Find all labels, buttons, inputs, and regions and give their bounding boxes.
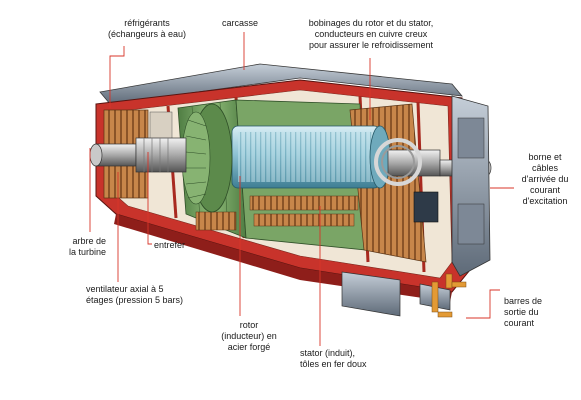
- label-borne: borne et câbles d'arrivée du courant d'e…: [521, 152, 569, 206]
- rotor: [231, 125, 391, 189]
- label-carcasse: carcasse: [222, 18, 259, 28]
- label-bobinages: bobinages du rotor et du stator, conduct…: [308, 18, 434, 50]
- label-ventilateur: ventilateur axial à 5 étages (pression 5…: [86, 284, 184, 305]
- label-rotor: rotor (inducteur) en acier forgé: [221, 320, 277, 352]
- label-entrefer: entrefer: [154, 240, 186, 250]
- label-barres: barres de sortie du courant: [504, 296, 543, 328]
- axial-fan: [181, 103, 233, 213]
- leader-barres: [466, 289, 500, 319]
- label-stator: stator (induit), tôles en fer doux: [300, 348, 367, 369]
- turbine-shaft: [89, 137, 187, 173]
- output-bars: [431, 273, 467, 318]
- leader-entrefer: [147, 152, 152, 245]
- leader-refrigerants: [109, 46, 125, 108]
- label-arbre: arbre de la turbine: [68, 236, 106, 257]
- end-plate: [451, 95, 491, 277]
- leader-lines: [89, 32, 514, 346]
- label-refrigerants: réfrigérants (échangeurs à eau): [107, 18, 187, 39]
